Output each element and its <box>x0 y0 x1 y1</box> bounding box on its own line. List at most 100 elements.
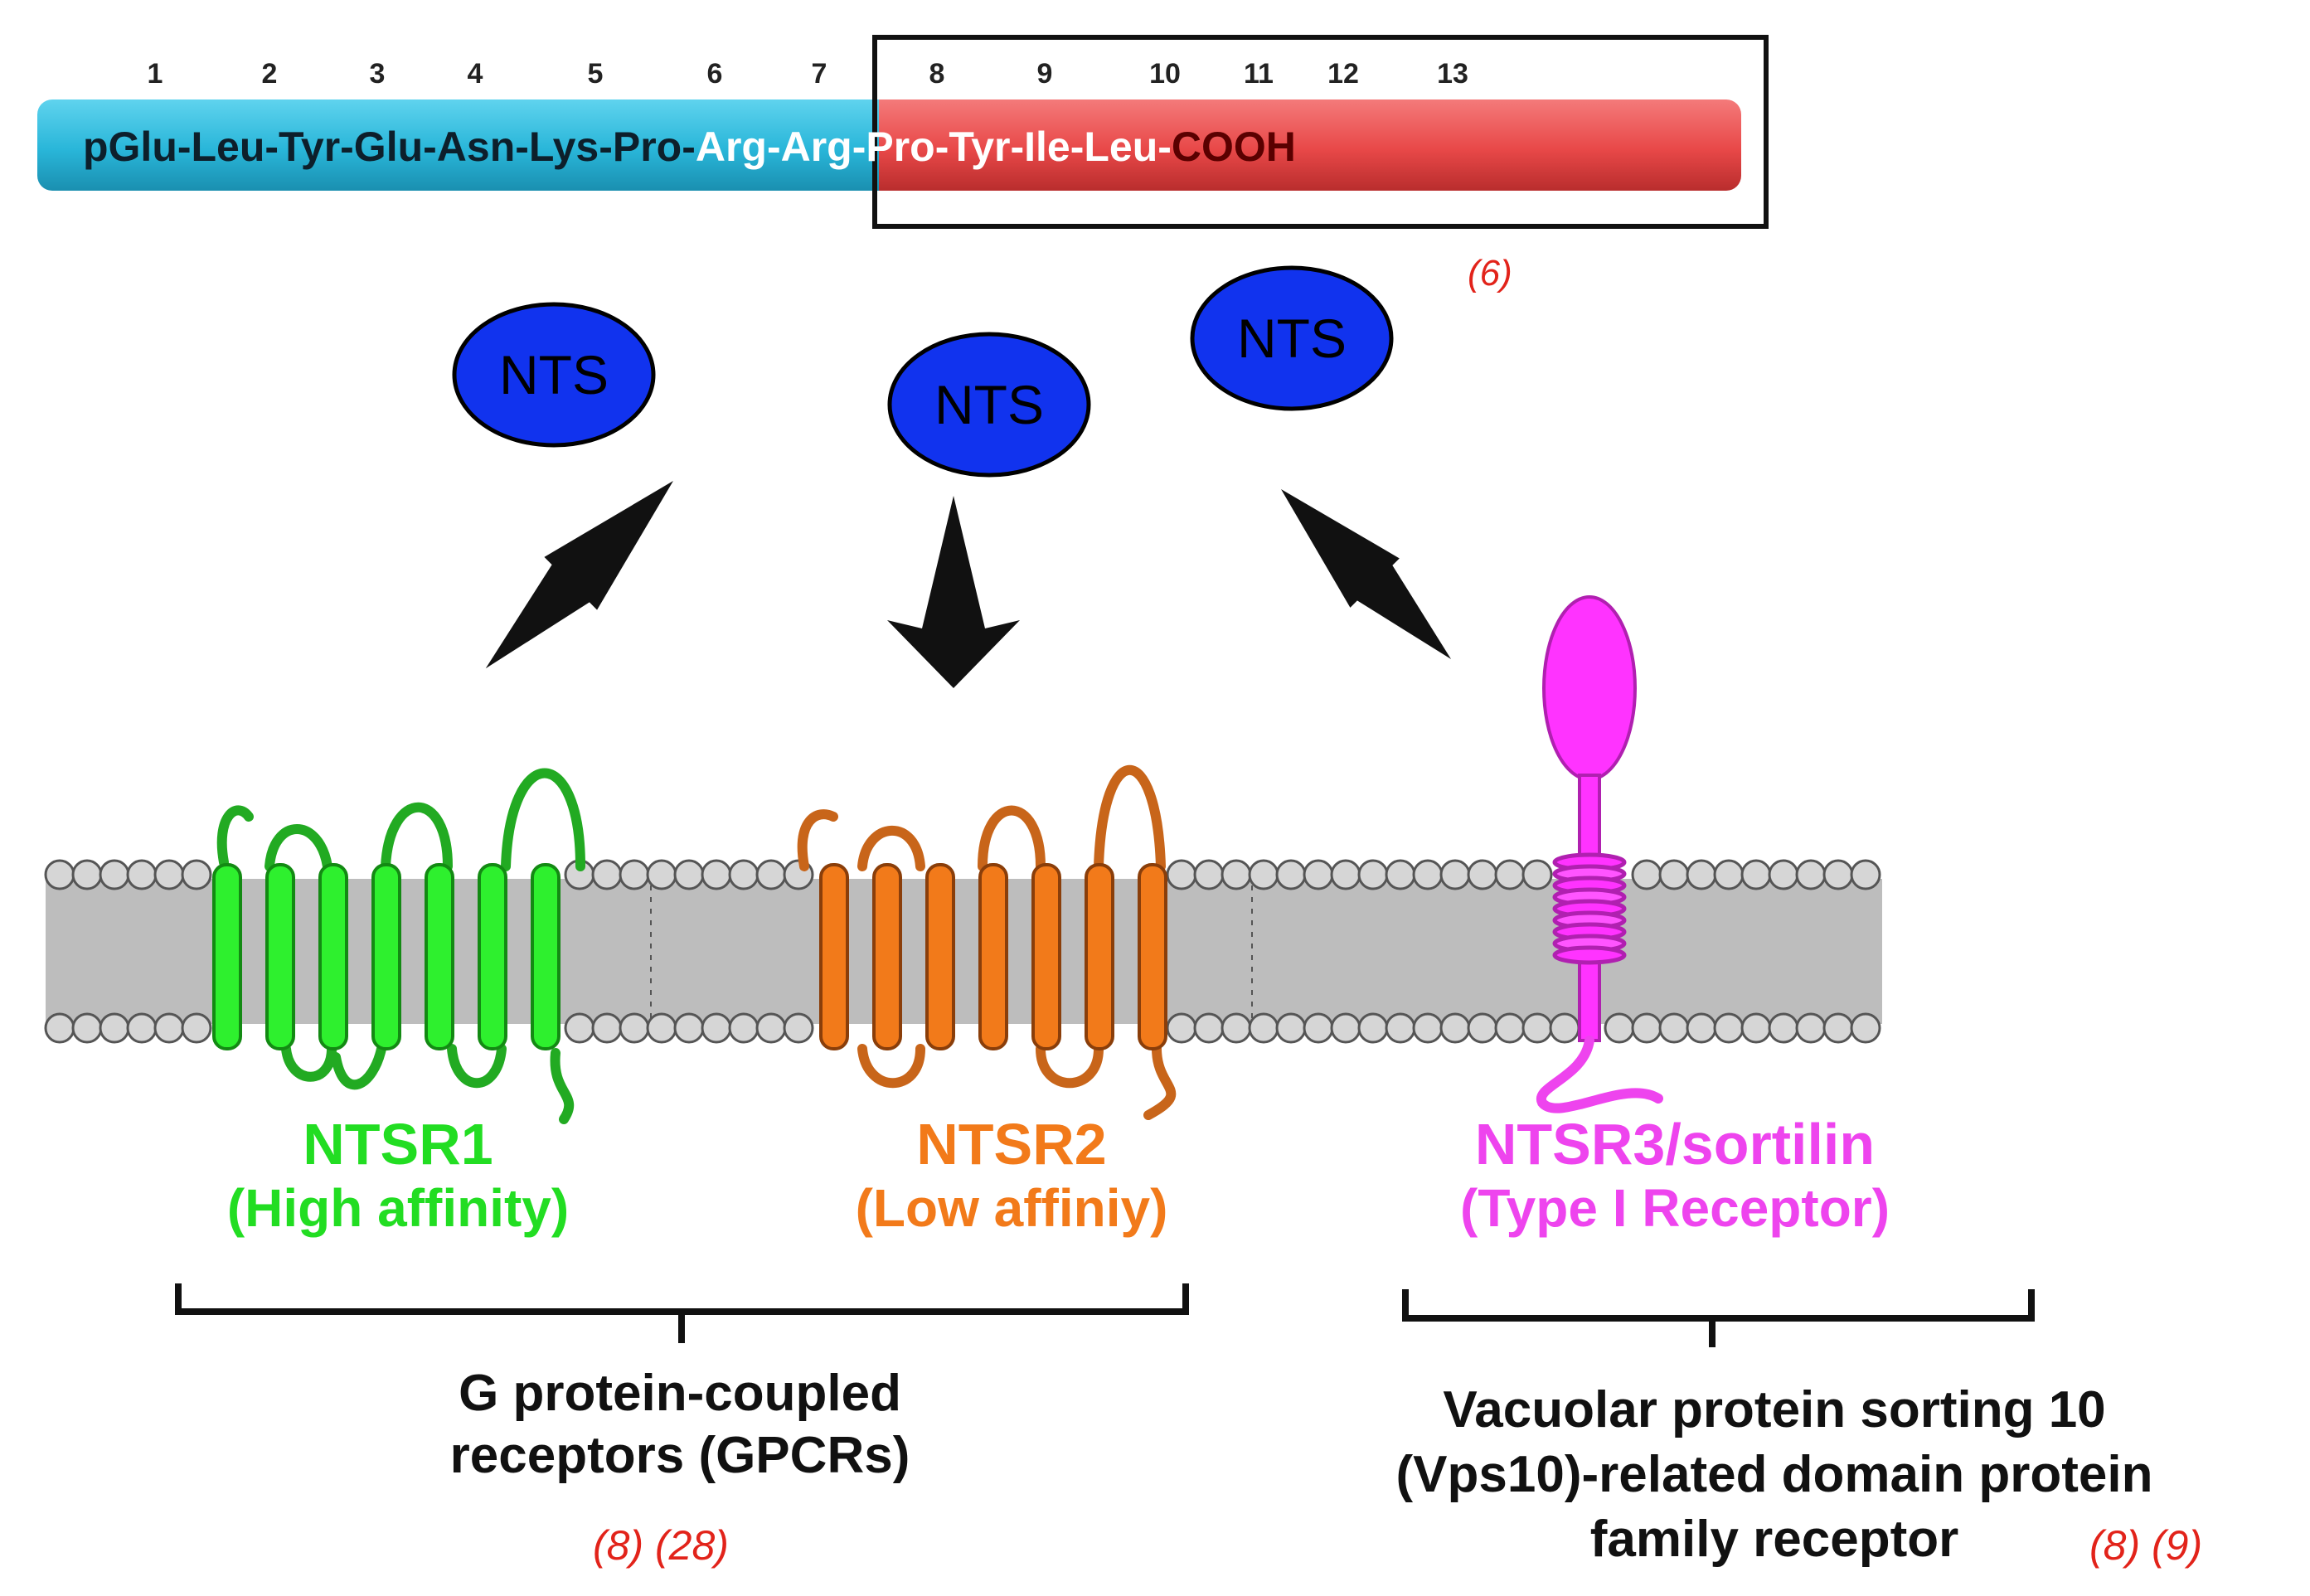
lipid-head <box>591 859 623 890</box>
lipid-head <box>1248 859 1279 890</box>
ntsr2-affinity: (Low affiniy) <box>855 1178 1168 1238</box>
lipid-head <box>1385 1012 1416 1044</box>
lipid-head <box>646 1012 677 1044</box>
residue-position-13: 13 <box>1437 58 1468 90</box>
lipid-head <box>1521 859 1553 890</box>
lipid-head <box>181 1012 212 1044</box>
lipid-head <box>728 1012 759 1044</box>
lipid-head <box>99 859 130 890</box>
vps10-group-line2: (Vps10)-related domain protein <box>1395 1446 2153 1503</box>
ntsr3-coil-turn <box>1552 945 1627 965</box>
lipid-head <box>1850 1012 1881 1044</box>
ntsr1-receptor <box>212 768 585 1124</box>
ntsr2-name: NTSR2 <box>916 1112 1107 1176</box>
lipid-head <box>1631 1012 1662 1044</box>
lipid-head <box>1686 859 1717 890</box>
lipid-head <box>1330 859 1361 890</box>
ntsr2-receptor <box>797 764 1177 1120</box>
residue-position-6: 6 <box>707 58 723 90</box>
lipid-head <box>1303 1012 1334 1044</box>
ntsr1-affinity: (High affinity) <box>226 1178 570 1238</box>
binding-arrow-ntsr1 <box>485 481 673 669</box>
ntsr3-name: NTSR3/sortilin <box>1474 1112 1876 1176</box>
lipid-head <box>1467 1012 1498 1044</box>
lipid-head <box>728 859 759 890</box>
active-fragment-box <box>872 35 1769 229</box>
lipid-head <box>673 859 705 890</box>
gpcr-group-line2: receptors (GPCRs) <box>449 1427 910 1484</box>
gpcr-references: (8) (28) <box>593 1522 729 1569</box>
residue-position-11: 11 <box>1244 58 1274 90</box>
lipid-head <box>71 859 103 890</box>
lipid-head <box>44 1012 75 1044</box>
peptide-segment-red: Arg-Arg-Pro-Tyr-Ile-Leu- <box>696 124 1172 170</box>
lipid-head <box>1439 1012 1471 1044</box>
peptide-bar-blue <box>37 99 904 191</box>
lipid-head <box>1275 1012 1307 1044</box>
lipid-head <box>564 1012 595 1044</box>
ntsr2-helices <box>819 863 1167 1050</box>
ntsr3-receptor <box>1536 595 1663 1113</box>
lipid-head <box>619 1012 650 1044</box>
residue-position-7: 7 <box>812 58 827 90</box>
lipid-head <box>1385 859 1416 890</box>
lipid-head <box>646 859 677 890</box>
nts-ligand-2-label: NTS <box>934 374 1044 435</box>
residue-position-1: 1 <box>148 58 163 90</box>
peptide-segment-blue: pGlu-Leu-Tyr-Glu-Asn-Lys-Pro- <box>83 124 696 170</box>
lipid-head <box>1850 859 1881 890</box>
lipid-head <box>1713 1012 1745 1044</box>
lipid-head <box>1658 1012 1690 1044</box>
peptide-bar-red <box>879 99 1741 191</box>
lipid-head-groups <box>44 859 1881 1044</box>
binding-arrow-ntsr2 <box>887 496 1020 688</box>
lipid-head <box>755 1012 787 1044</box>
lipid-head <box>1330 1012 1361 1044</box>
lipid-head <box>783 1012 814 1044</box>
ntsr3-type: (Type I Receptor) <box>1460 1178 1890 1238</box>
lipid-head <box>126 1012 158 1044</box>
lipid-head <box>71 1012 103 1044</box>
lipid-head <box>1521 1012 1553 1044</box>
lipid-head <box>1412 859 1444 890</box>
residue-position-8: 8 <box>929 58 945 90</box>
binding-arrow-ntsr3 <box>1281 489 1452 660</box>
lipid-head <box>1822 859 1854 890</box>
lipid-head <box>44 859 75 890</box>
nts-ligand-1-label: NTS <box>499 344 609 405</box>
lipid-head <box>1768 859 1799 890</box>
vps10-group-line3: family receptor <box>1589 1511 1959 1568</box>
lipid-head <box>1795 1012 1827 1044</box>
lipid-head <box>1357 859 1389 890</box>
lipid-head <box>1193 859 1225 890</box>
lipid-head <box>1166 1012 1197 1044</box>
ntsr3-extracellular-domain <box>1542 595 1637 781</box>
lipid-head <box>1768 1012 1799 1044</box>
vps10-bracket <box>1402 1289 2035 1347</box>
lipid-head <box>1248 1012 1279 1044</box>
residue-position-5: 5 <box>588 58 604 90</box>
lipid-head <box>1221 1012 1252 1044</box>
lipid-head <box>701 859 732 890</box>
lipid-head <box>1166 859 1197 890</box>
lipid-head <box>1658 859 1690 890</box>
nts-ligand-3: NTS <box>1190 265 1394 411</box>
lipid-head <box>1221 859 1252 890</box>
residue-position-9: 9 <box>1037 58 1053 90</box>
lipid-head <box>1740 1012 1772 1044</box>
lipid-head <box>1412 1012 1444 1044</box>
residue-position-2: 2 <box>262 58 278 90</box>
lipid-head <box>153 1012 185 1044</box>
lipid-head <box>1494 859 1526 890</box>
lipid-head <box>1275 859 1307 890</box>
residue-position-3: 3 <box>370 58 386 90</box>
peptide-bar-red-edge <box>879 99 912 191</box>
lipid-head <box>1631 859 1662 890</box>
ntsr1-name: NTSR1 <box>303 1112 493 1176</box>
residue-position-10: 10 <box>1149 58 1181 90</box>
residue-position-12: 12 <box>1327 58 1359 90</box>
lipid-head <box>1549 1012 1580 1044</box>
